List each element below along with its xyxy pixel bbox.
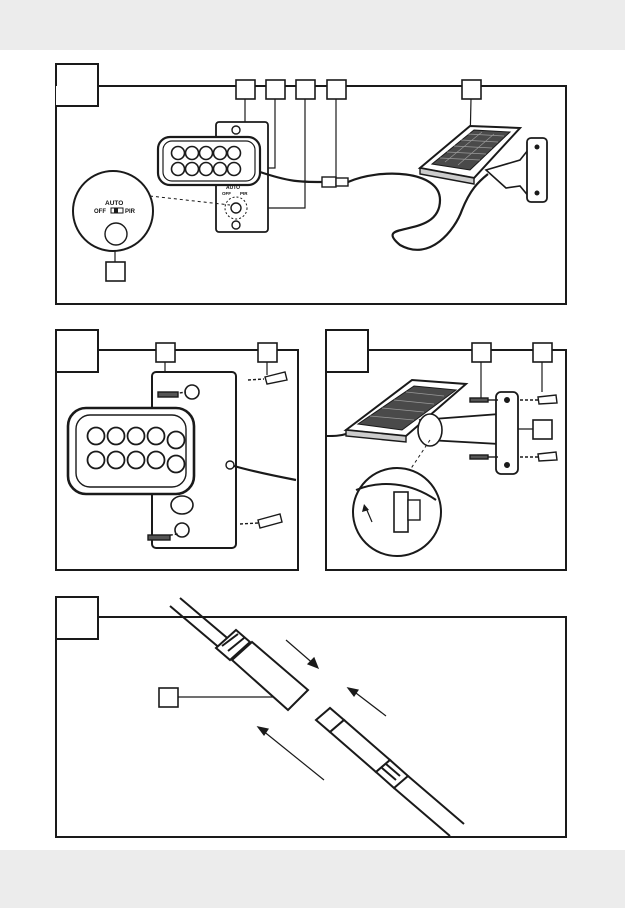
callout-box-b [266,80,285,99]
panel-4 [56,597,566,837]
zoom-auto-label: AUTO [105,200,123,207]
panel-3 [326,330,566,570]
callout-box-a [236,80,255,99]
female-plug [170,598,308,710]
callout-box-h [258,343,277,362]
plate-pir-label: PIR [240,191,248,196]
cable-connector-a [322,177,336,187]
callout-box-l [159,688,178,707]
panel-4-number-box [56,597,98,639]
callout-box-g [156,343,175,362]
lamp-head [158,137,260,185]
solar-cable [348,174,488,250]
callout-box-d [327,80,346,99]
callout-box-c [296,80,315,99]
callout-box-f [106,262,125,281]
plate-off-label: OFF [222,191,231,196]
solar-wall-bracket [496,392,518,474]
panel-2 [56,330,298,570]
zoom-off-label: OFF [94,209,106,215]
male-plug [316,708,464,836]
callout-box-e [462,80,481,99]
callout-box-k [533,420,552,439]
callout-box-i [472,343,491,362]
panel-4-frame [56,597,566,837]
zoom-pir-label: PIR [125,209,136,215]
panel-1: AUTO OFF PIR [56,64,566,304]
panel-2-number-box [56,330,98,372]
callout-box-j [533,343,552,362]
lamp-head-large [68,408,194,494]
cable-connector-b [336,178,348,186]
solar-panel [420,126,547,202]
panel-3-number-box [326,330,368,372]
